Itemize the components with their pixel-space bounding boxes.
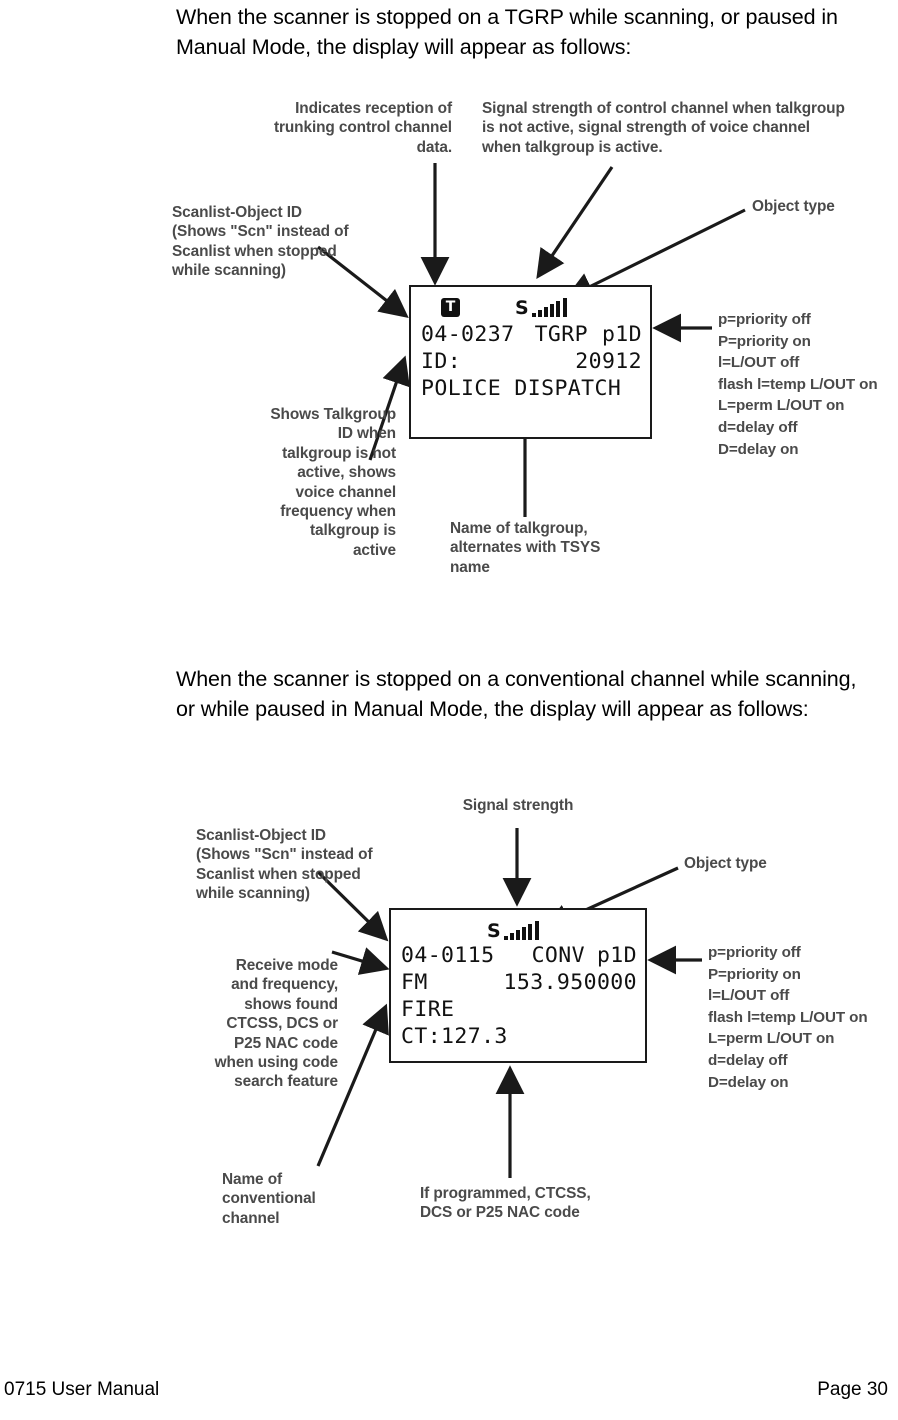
legend-item: P=priority on [718,332,811,350]
legend-item: d=delay off [708,1051,788,1069]
callout-signal-strength: Signal strength of control channel when … [482,100,845,156]
lcd-status-row: S [391,918,645,944]
intro-paragraph-conventional: When the scanner is stopped on a convent… [176,667,857,721]
signal-strength-meter: S [487,919,539,941]
lcd-line-object: 04-0237 TGRP p1D [421,322,642,347]
figure-conventional-display: Signal strength Scanlist-Object ID (Show… [0,780,898,1250]
intro-paragraph-trunked: When the scanner is stopped on a TGRP wh… [176,5,838,59]
lcd-object-flags: p1D [596,943,637,968]
legend-item: l=L/OUT off [718,354,800,372]
signal-strength-meter: S [515,296,567,318]
lcd-frequency: 153.950000 [503,970,637,995]
legend-item: l=L/OUT off [708,987,790,1005]
lcd-screen-tgrp: T S 04-0237 TGRP p1D ID: 20912 [409,285,652,439]
callout-scanlist-object-id: Scanlist-Object ID (Shows "Scn" instead … [196,827,373,903]
lcd-object-type: TGRP [534,322,588,347]
lcd-scanlist-object-id: 04-0115 [401,943,495,968]
lcd-line-id: ID: 20912 [421,349,642,374]
lcd-id-value: 20912 [575,349,642,374]
callout-object-type: Object type [752,198,835,215]
legend-item: flash l=temp L/OUT on [708,1008,868,1026]
lcd-status-row: T S [411,295,650,321]
figure1-object-type-legend: p=priority off P=priority on l=L/OUT off… [718,309,878,460]
lcd-line-name: FIRE [401,997,637,1022]
page-footer: 0715 User Manual Page 30 [0,1378,898,1404]
lcd-id-label: ID: [421,349,462,374]
lcd-line-tone: CT:127.3 [401,1024,637,1049]
lcd-object-flags: p1D [601,322,642,347]
lcd-line-object: 04-0115 CONV p1D [401,943,637,968]
legend-item: D=delay on [718,440,799,458]
legend-item: flash l=temp L/OUT on [718,375,878,393]
legend-item: L=perm L/OUT on [718,397,845,415]
lcd-object-type: CONV [531,943,585,968]
lcd-line-mode-frequency: FM 153.950000 [401,970,637,995]
callout-talkgroup-name: Name of talkgroup, alternates with TSYS … [450,520,601,576]
callout-scanlist-object-id: Scanlist-Object ID (Shows "Scn" instead … [172,204,349,280]
lcd-screen-conventional: S 04-0115 CONV p1D FM 153.950000 FIRE [389,908,647,1063]
trunking-indicator-icon: T [441,298,460,317]
signal-bars-icon [503,921,539,941]
callout-receive-mode: Receive mode and frequency, shows found … [214,957,338,1091]
callout-object-type: Object type [684,855,767,872]
legend-item: P=priority on [708,965,801,983]
callout-tone-code: If programmed, CTCSS, DCS or P25 NAC cod… [420,1185,591,1222]
lcd-talkgroup-name: POLICE DISPATCH [421,376,622,401]
signal-label: S [487,920,501,942]
lcd-receive-mode: FM [401,970,428,995]
callout-signal-strength: Signal strength [462,797,574,814]
signal-label: S [515,297,529,319]
callout-trunking-data: Indicates reception of trunking control … [273,100,452,156]
lcd-scanlist-object-id: 04-0237 [421,322,515,347]
figure2-object-type-legend: p=priority off P=priority on l=L/OUT off… [708,942,868,1093]
legend-item: d=delay off [718,418,798,436]
lcd-line-name: POLICE DISPATCH [421,376,642,401]
legend-item: D=delay on [708,1073,789,1091]
signal-bars-icon [531,298,567,318]
callout-talkgroup-id: Shows Talkgroup ID when talkgroup is not… [270,406,396,559]
legend-item: p=priority off [718,311,811,328]
callout-channel-name: Name of conventional channel [222,1171,316,1227]
lcd-tone-code: CT:127.3 [401,1024,508,1049]
footer-page-number: Page 30 [817,1379,888,1400]
legend-item: L=perm L/OUT on [708,1030,835,1048]
lcd-channel-name: FIRE [401,997,455,1022]
legend-item: p=priority off [708,944,801,961]
figure-tgrp-display: Indicates reception of trunking control … [0,85,898,605]
footer-manual-title: 0715 User Manual [4,1379,160,1400]
